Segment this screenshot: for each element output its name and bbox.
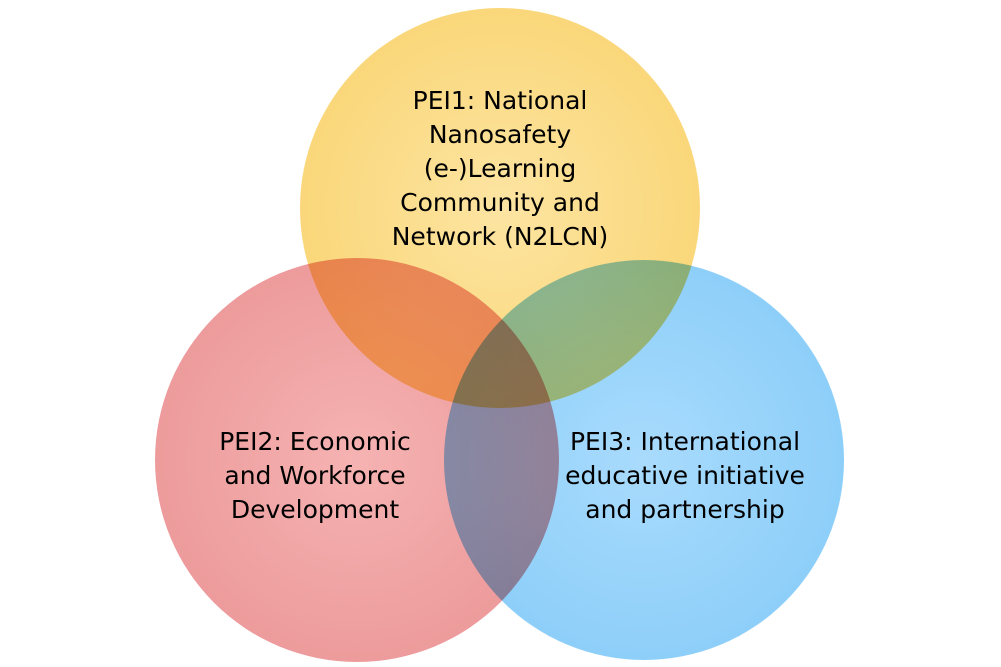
pei2-label: PEI2: Economic and Workforce Development	[219, 427, 411, 524]
pei1-label: PEI1: National Nanosafety (e-)Learning C…	[391, 86, 609, 251]
circle-pei2	[155, 258, 559, 662]
circle-pei3	[444, 260, 844, 660]
pei3-label: PEI3: International educative initiative…	[565, 427, 805, 524]
